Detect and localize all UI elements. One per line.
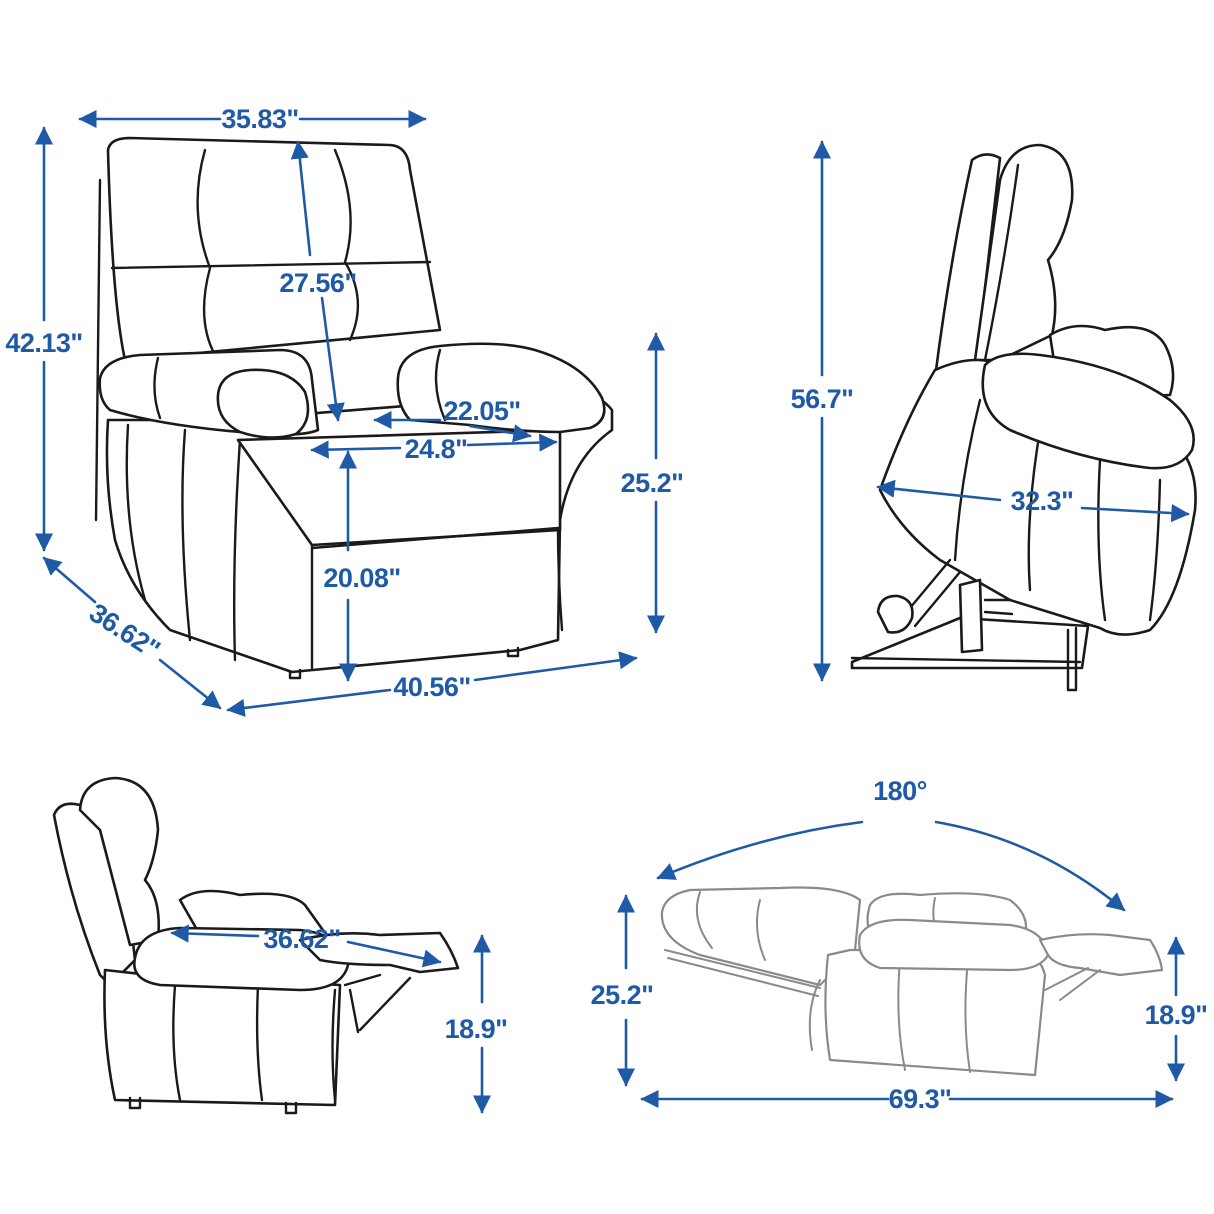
- label-flat-height: 25.2": [591, 980, 654, 1010]
- flat-view-chair: [660, 886, 1164, 1077]
- label-total-height: 42.13": [5, 328, 82, 358]
- label-width: 40.56": [393, 672, 470, 702]
- front-view-chair: [94, 136, 614, 680]
- label-seat-width: 24.8": [405, 434, 468, 464]
- label-lifted-height: 56.7": [791, 384, 854, 414]
- dimension-lines: [34, 109, 1190, 1114]
- label-flat-length: 69.3": [889, 1084, 952, 1114]
- label-footrest-length: 36.62": [263, 924, 340, 954]
- label-seat-depth: 22.05": [443, 396, 520, 426]
- label-lifted-depth: 32.3": [1011, 486, 1074, 516]
- label-seat-height: 20.08": [323, 563, 400, 593]
- label-flat-footrest-height: 18.9": [1145, 1000, 1208, 1030]
- dimension-labels: 35.83" 27.56" 42.13" 22.05" 24.8" 25.2" …: [5, 104, 1208, 1114]
- lifted-view-chair: [850, 143, 1197, 692]
- label-arm-height: 25.2": [621, 468, 684, 498]
- label-backrest-height: 27.56": [279, 268, 356, 298]
- footrest-view-chair: [52, 776, 460, 1115]
- label-width-top: 35.83": [221, 104, 298, 134]
- label-flat-angle: 180°: [873, 776, 927, 806]
- label-footrest-height: 18.9": [445, 1014, 508, 1044]
